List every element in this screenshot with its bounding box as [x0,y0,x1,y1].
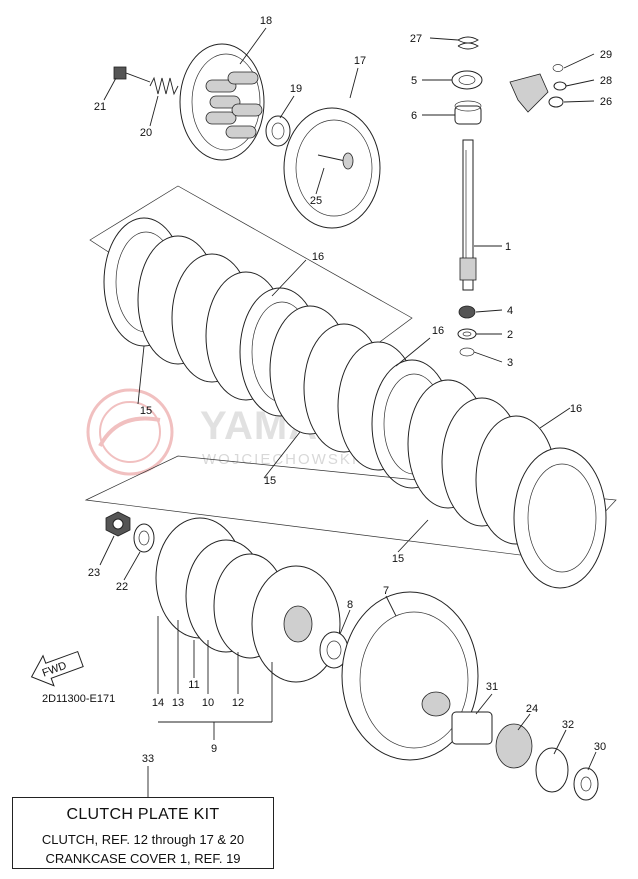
callout-31: 31 [486,681,498,693]
bolt-21 [113,66,151,83]
kit-title: CLUTCH PLATE KIT [66,806,220,823]
washer-30 [573,767,599,801]
spacer-31 [451,711,493,745]
push-lever-26 [509,73,564,113]
callout-23: 23 [88,567,100,579]
ball-4 [458,305,476,319]
callout-7: 7 [383,585,389,597]
callout-4: 4 [507,305,513,317]
kit-line-crankcase: CRANKCASE COVER 1, REF. 19 [45,851,241,866]
washer-2 [457,328,477,340]
plate-stack-lower [84,379,617,589]
callout-30: 30 [594,741,606,753]
callout-16-lower: 16 [570,403,582,415]
friction-plate-17 [283,107,381,229]
callout-3: 3 [507,357,513,369]
callout-24: 24 [526,703,538,715]
callout-19: 19 [290,83,302,95]
pressure-plate-18 [179,43,265,161]
clutch-boss-assembly [155,517,341,683]
callout-9: 9 [211,743,217,755]
callout-15-upper: 15 [140,405,152,417]
callout-15-middle: 15 [264,475,276,487]
callout-5: 5 [411,75,417,87]
callout-28: 28 [600,75,612,87]
bearing-19 [265,115,291,147]
callout-16-upper: 16 [312,251,324,263]
washer-28 [553,81,567,91]
callout-29: 29 [600,49,612,61]
oil-seal-5 [451,70,483,90]
callout-2: 2 [507,329,513,341]
callout-11: 11 [188,679,199,691]
callout-16-middle: 16 [432,325,444,337]
spring-27 [457,36,479,50]
bearing-6 [454,100,482,125]
callout-25: 25 [310,195,322,207]
push-rod-1 [459,139,477,291]
fwd-arrow: FWD [30,650,84,687]
clutch-plate-kit-box: CLUTCH PLATE KIT CLUTCH, REF. 12 through… [12,797,274,869]
callout-33: 33 [142,753,154,765]
callout-15-lower: 15 [392,553,404,565]
callout-18: 18 [260,15,272,27]
callout-26: 26 [600,96,612,108]
spring-20 [149,76,179,96]
callout-8: 8 [347,599,353,611]
callout-22: 22 [116,581,128,593]
callout-21: 21 [94,101,106,113]
callout-20: 20 [140,127,152,139]
nut-23 [105,511,131,537]
watermark-logo [86,388,174,476]
callout-27: 27 [410,33,422,45]
callout-10: 10 [202,697,214,709]
bearing-24 [495,723,533,769]
washer-22 [133,523,155,553]
leader-lines [99,27,597,797]
callout-14: 14 [152,697,164,709]
callout-13: 13 [172,697,184,709]
callout-1: 1 [505,241,511,253]
callout-12: 12 [232,697,244,709]
kit-line-clutch: CLUTCH, REF. 12 through 17 & 20 [41,832,245,847]
push-rod-25 [317,152,354,170]
callout-6: 6 [411,110,417,122]
circlip-3 [459,347,475,357]
gear-32 [535,747,569,793]
reference-code: 2D11300-E171 [42,693,116,705]
callout-labels: 18 21 20 19 17 25 27 5 6 1 4 2 3 29 28 2… [88,15,612,765]
circlip-29 [552,64,564,72]
primary-driven-gear-7 [341,591,479,761]
callout-32: 32 [562,719,574,731]
callout-17: 17 [354,55,366,67]
